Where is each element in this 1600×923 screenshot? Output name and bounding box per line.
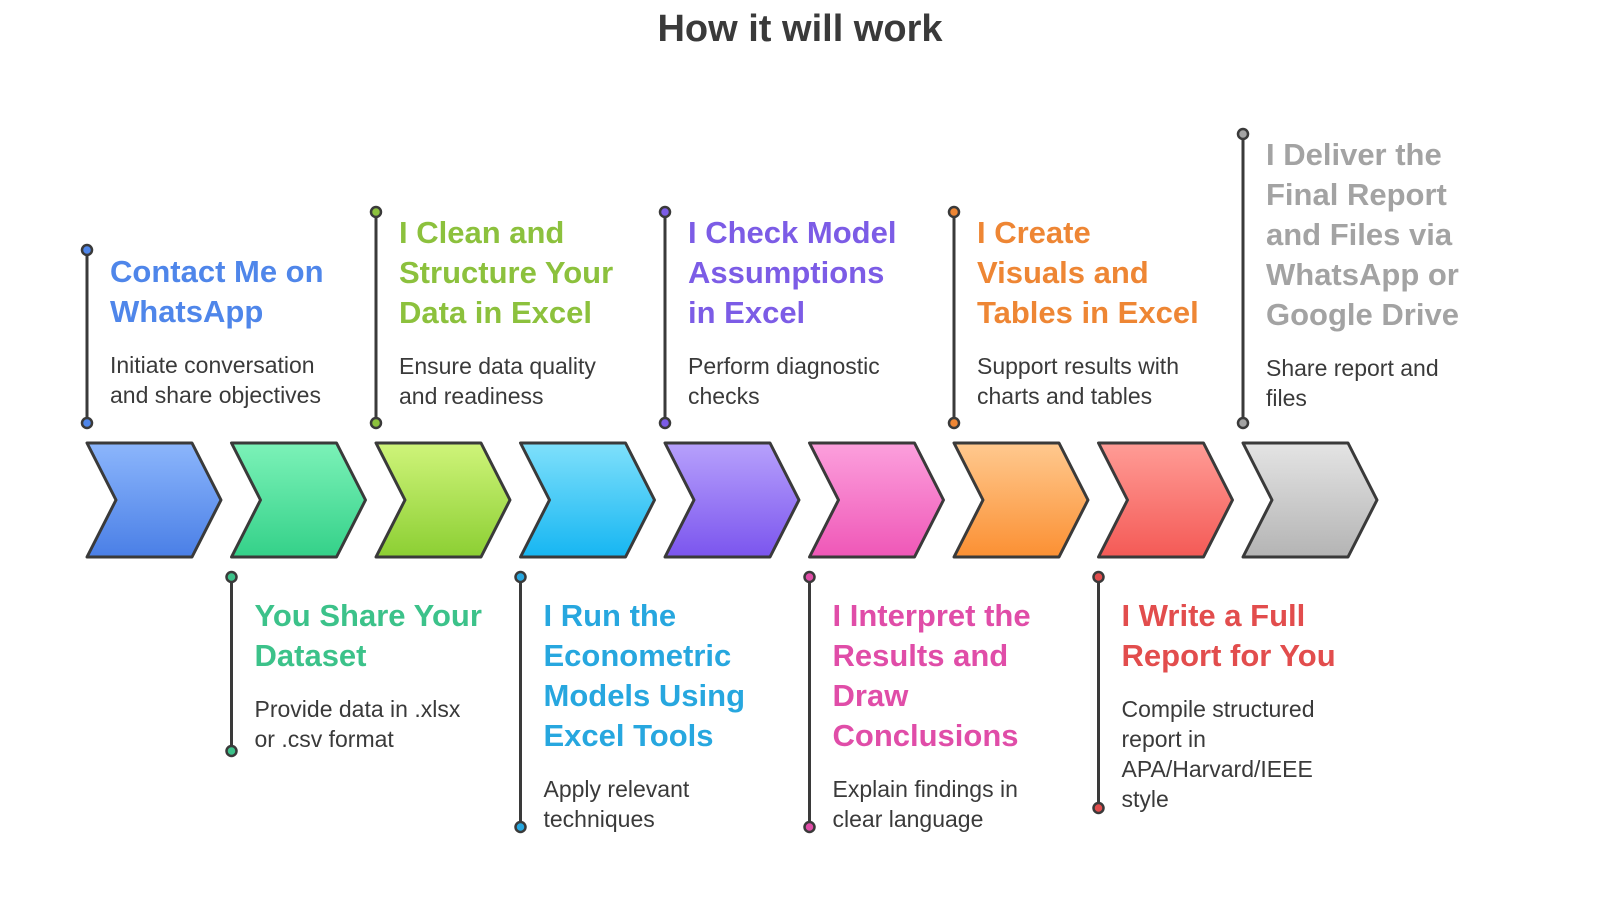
step-description: Initiate conversation and share objectiv… — [110, 352, 321, 408]
step-description: Ensure data quality and readiness — [399, 353, 596, 409]
step-connector-dot-2-1 — [225, 570, 238, 584]
step-chevron-4 — [519, 441, 656, 559]
step-chevron-6 — [808, 441, 945, 559]
step-connector-dot-6-1 — [803, 570, 816, 584]
step-title: I Interpret the Results and Draw Conclus… — [832, 598, 1031, 753]
step-3: I Clean and Structure Your Data in Excel… — [399, 213, 627, 411]
step-chevron-3 — [374, 441, 512, 559]
page-title: How it will work — [657, 8, 943, 50]
step-description: Apply relevant techniques — [543, 776, 690, 832]
step-chevron-5 — [663, 441, 801, 559]
step-connector-dot-9-2 — [1236, 416, 1250, 430]
step-title: I Clean and Structure Your Data in Excel — [399, 215, 614, 330]
step-title: Contact Me on WhatsApp — [110, 254, 324, 329]
step-connector-dot-5-2 — [658, 416, 672, 430]
step-4: I Run the Econometric Models Using Excel… — [544, 596, 772, 834]
step-description: Compile structured report in APA/Harvard… — [1121, 696, 1315, 812]
step-description: Perform diagnostic checks — [688, 353, 880, 409]
step-6: I Interpret the Results and Draw Conclus… — [833, 596, 1061, 834]
step-title: I Run the Econometric Models Using Excel… — [543, 598, 746, 753]
step-connector-dot-1-1 — [80, 243, 94, 257]
step-description: Support results with charts and tables — [977, 353, 1179, 409]
step-connector-dot-1-2 — [80, 416, 94, 430]
step-connector-dot-4-2 — [514, 820, 527, 834]
step-chevron-1 — [85, 441, 223, 559]
step-connector-dot-8-1 — [1092, 570, 1105, 584]
step-title: I Check Model Assumptions in Excel — [688, 215, 897, 330]
step-connector-dot-2-2 — [225, 744, 238, 758]
step-chevron-2 — [230, 441, 367, 559]
step-9: I Deliver the Final Report and Files via… — [1266, 135, 1476, 413]
step-connector-dot-4-1 — [514, 570, 527, 584]
step-connector-dot-6-2 — [803, 820, 816, 834]
step-description: Share report and files — [1266, 355, 1439, 411]
step-chevron-9 — [1241, 441, 1379, 559]
step-title: I Create Visuals and Tables in Excel — [977, 215, 1199, 330]
step-title: You Share Your Dataset — [254, 598, 482, 673]
step-connector-dot-3-1 — [369, 205, 383, 219]
step-description: Explain findings in clear language — [832, 776, 1018, 832]
step-connector-dot-7-2 — [947, 416, 961, 430]
step-connector-dot-8-2 — [1092, 801, 1105, 815]
step-connector-dot-5-1 — [658, 205, 672, 219]
step-chevron-8 — [1097, 441, 1234, 559]
step-title: I Deliver the Final Report and Files via… — [1266, 137, 1459, 332]
step-connector-dot-3-2 — [369, 416, 383, 430]
step-title: I Write a Full Report for You — [1121, 598, 1336, 673]
step-connector-dot-9-1 — [1236, 127, 1250, 141]
step-connector-dot-7-1 — [947, 205, 961, 219]
step-chevron-7 — [952, 441, 1090, 559]
step-description: Provide data in .xlsx or .csv format — [254, 696, 461, 752]
